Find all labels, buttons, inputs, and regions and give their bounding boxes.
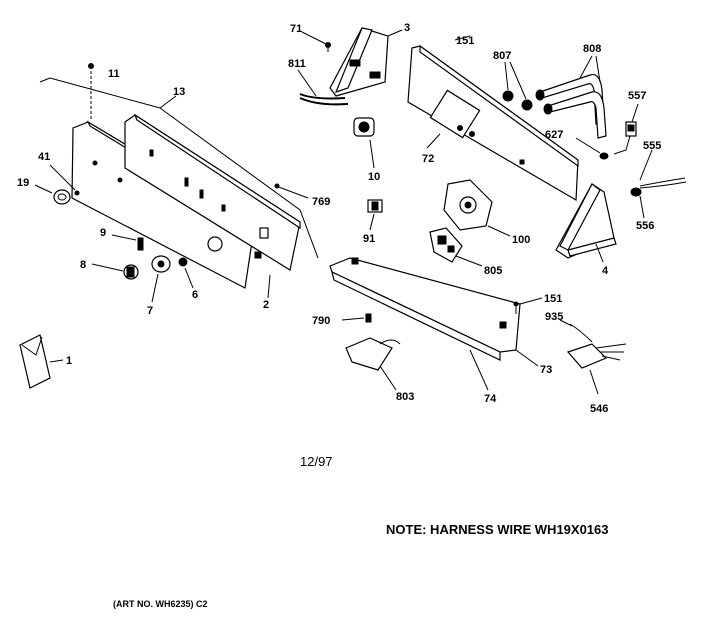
label-2: 2 <box>263 299 269 311</box>
part-555-wire <box>639 149 687 189</box>
part-803-lid-switch <box>345 337 401 391</box>
label-7: 7 <box>147 305 153 317</box>
label-811: 811 <box>288 58 306 70</box>
part-627-washer <box>575 137 609 160</box>
label-100: 100 <box>512 234 530 246</box>
label-8: 8 <box>80 259 86 271</box>
part-71-screw <box>301 31 331 52</box>
part-91-rotary-switch <box>367 199 383 231</box>
label-71: 71 <box>290 23 302 35</box>
label-10: 10 <box>368 171 380 183</box>
label-151a: 151 <box>456 35 474 47</box>
label-11: 11 <box>108 68 120 80</box>
harness-note: NOTE: HARNESS WIRE WH19X0163 <box>386 522 609 537</box>
part-2-panel-backsplash <box>124 113 301 299</box>
label-72: 72 <box>422 153 434 165</box>
label-151b: 151 <box>544 293 562 305</box>
label-805: 805 <box>484 265 502 277</box>
label-790: 790 <box>312 315 330 327</box>
label-4: 4 <box>602 265 609 277</box>
label-935: 935 <box>545 311 563 323</box>
part-8-knob <box>91 263 139 280</box>
label-19: 19 <box>17 177 29 189</box>
label-803: 803 <box>396 391 414 403</box>
label-9: 9 <box>100 227 106 239</box>
part-9-spring <box>111 234 144 251</box>
label-73: 73 <box>540 364 552 376</box>
label-556: 556 <box>636 220 654 232</box>
label-13: 13 <box>173 86 185 98</box>
label-3: 3 <box>404 22 410 34</box>
part-807-washers <box>502 61 533 111</box>
label-91: 91 <box>363 233 375 245</box>
part-3-bracket <box>329 27 403 97</box>
part-7-dial <box>151 255 171 303</box>
part-72-rear-panel <box>407 35 579 202</box>
part-556-terminal <box>630 187 645 219</box>
part-769-screw <box>274 183 309 199</box>
label-627: 627 <box>545 129 563 141</box>
label-557: 557 <box>628 90 646 102</box>
part-935-wire-harness <box>559 319 593 343</box>
part-6-washer <box>178 257 194 289</box>
part-11-screw <box>88 63 94 120</box>
part-546-harness-connector <box>566 343 627 395</box>
part-100-timer <box>443 179 511 237</box>
part-557-valve-connector <box>613 103 639 155</box>
label-1: 1 <box>66 355 72 367</box>
label-41: 41 <box>38 151 50 163</box>
label-555: 555 <box>643 140 661 152</box>
part-10-pressure-switch <box>353 117 375 169</box>
part-808-inlet-hoses <box>535 55 607 139</box>
label-769: 769 <box>312 196 330 208</box>
part-151-screw <box>513 297 543 314</box>
part-41-clip <box>49 164 80 196</box>
part-19-knob <box>34 184 71 205</box>
label-546: 546 <box>590 403 608 415</box>
label-808: 808 <box>583 43 601 55</box>
part-811-hose <box>297 69 349 106</box>
label-807: 807 <box>493 50 511 62</box>
part-1-envelope <box>19 334 64 389</box>
label-74: 74 <box>484 393 497 405</box>
part-790-clip <box>341 313 372 323</box>
date-stamp: 12/97 <box>300 454 333 469</box>
label-6: 6 <box>192 289 198 301</box>
part-805-switch-assembly <box>429 227 483 267</box>
part-73-top-cover <box>329 257 539 391</box>
part-4-end-cap <box>555 183 617 263</box>
art-number: (ART NO. WH6235) C2 <box>113 599 208 609</box>
